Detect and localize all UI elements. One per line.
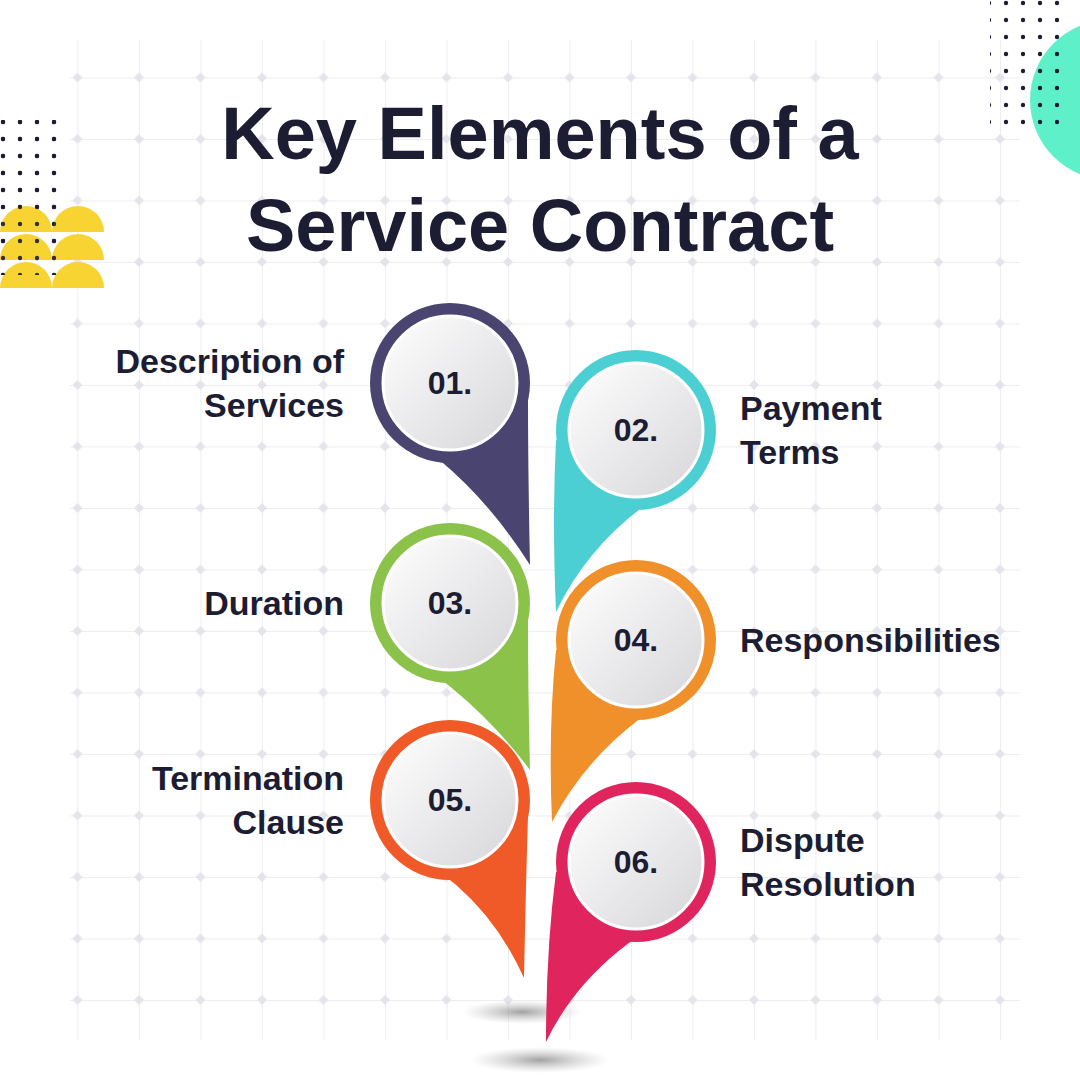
callout-number: 01. [370, 303, 530, 463]
pin-marker: 02.Payment Terms [556, 350, 716, 510]
element-label: Description of Services [69, 339, 344, 427]
callout-number: 04. [556, 560, 716, 720]
title: Key Elements of a Service Contract [120, 88, 960, 272]
callout-number: 06. [556, 782, 716, 942]
element-label: Duration [69, 581, 344, 625]
callout-number: 05. [370, 720, 530, 880]
pin-marker: 06.Dispute Resolution [556, 782, 716, 942]
pin-marker: 03.Duration [370, 523, 530, 683]
pin-marker: 01.Description of Services [370, 303, 530, 463]
element-label: Payment Terms [740, 386, 950, 474]
pin-marker: 05.Termination Clause [370, 720, 530, 880]
element-label: Termination Clause [69, 756, 344, 844]
element-label: Dispute Resolution [740, 818, 960, 906]
element-label: Responsibilities [740, 618, 1050, 662]
pin-marker: 04.Responsibilities [556, 560, 716, 720]
callout-number: 02. [556, 350, 716, 510]
callout-number: 03. [370, 523, 530, 683]
